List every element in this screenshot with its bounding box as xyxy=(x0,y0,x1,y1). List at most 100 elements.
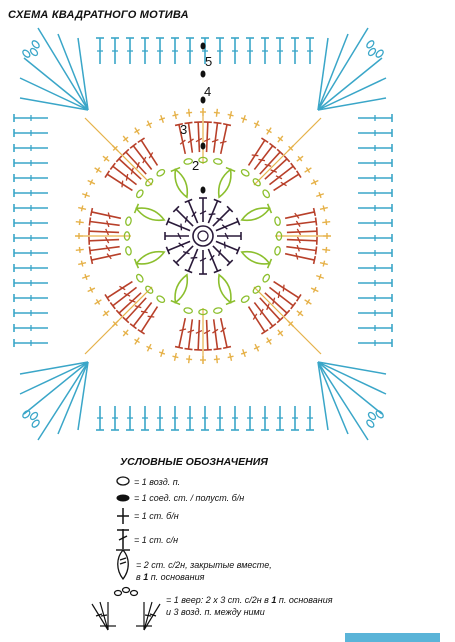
round1-stitch xyxy=(207,198,222,224)
round4-stitch xyxy=(213,108,220,117)
round4-stitch xyxy=(87,286,96,293)
round4-stitch xyxy=(78,260,87,267)
round4-stitch xyxy=(322,246,331,253)
round-2-group xyxy=(123,156,283,316)
round5-bottom-stitch xyxy=(216,406,224,431)
round3-stitch xyxy=(194,319,203,351)
round5-corner-chain xyxy=(22,410,31,419)
round5-left-stitch xyxy=(13,339,48,347)
cluster-line2-post: п. основания xyxy=(148,572,205,582)
round2-chain xyxy=(213,307,223,314)
round4-stitch xyxy=(78,205,87,212)
round4-stitch xyxy=(277,329,284,337)
round5-fan-stitch xyxy=(317,361,349,435)
round3-stitch xyxy=(284,207,317,220)
legend-title: УСЛОВНЫЕ ОБОЗНАЧЕНИЯ xyxy=(120,456,268,468)
start-marks-group xyxy=(200,42,206,194)
round5-right-stitch xyxy=(358,219,393,227)
round5-right-stitch xyxy=(358,249,393,257)
round4-stitch xyxy=(227,111,234,120)
round5-bottom-stitch xyxy=(246,406,254,431)
round4-stitch xyxy=(134,127,140,135)
legend-cluster-line1: = 2 ст. с/2н, закрытые вместе, xyxy=(136,560,272,570)
round2-chain xyxy=(274,246,281,256)
round5-corner-chain xyxy=(31,419,40,428)
round4-stitch xyxy=(87,179,96,186)
round4-stitch xyxy=(304,299,312,305)
round4-stitch xyxy=(186,108,193,117)
round5-fan-stitch xyxy=(19,77,89,111)
round5-left-stitch xyxy=(13,114,48,122)
round5-right-stitch xyxy=(358,174,393,182)
round1-stitch xyxy=(207,248,222,274)
chain-stitch-icon xyxy=(116,476,130,486)
round1-stitch xyxy=(165,240,191,255)
round5-fan-stitch xyxy=(317,57,383,111)
slip-stitch-mark xyxy=(200,96,206,104)
round5-fan-stitch xyxy=(317,33,349,111)
round-3-group xyxy=(88,121,318,351)
round-1-group xyxy=(164,197,242,275)
round3-stitch xyxy=(194,121,203,153)
round1-stitch xyxy=(215,240,241,255)
round4-stitch xyxy=(253,343,260,352)
round4-stitch xyxy=(310,179,319,186)
round2-cluster-top xyxy=(266,258,273,269)
round4-diagonal xyxy=(84,323,116,355)
round3-stitch xyxy=(273,170,302,192)
round4-stitch xyxy=(102,155,110,162)
round1-stitch xyxy=(184,248,199,274)
round5-top-stitch xyxy=(216,37,224,64)
round5-fan-stitch xyxy=(317,97,387,111)
center-ring xyxy=(192,225,214,247)
round5-left-stitch xyxy=(13,249,48,257)
round4-stitch xyxy=(322,219,331,226)
round2-cluster xyxy=(217,168,232,199)
round3-stitch xyxy=(259,148,284,175)
round2-cluster-top xyxy=(133,203,140,214)
round5-fan-stitch xyxy=(317,361,329,431)
round2-chain xyxy=(145,285,154,294)
round5-left-stitch xyxy=(13,279,48,287)
round5-fan-stitch xyxy=(23,57,89,111)
round2-chain xyxy=(183,158,193,165)
round2-chain xyxy=(198,308,208,316)
round5-fan-stitch xyxy=(317,27,369,111)
round5-top-stitch xyxy=(246,37,254,64)
round3-stitch xyxy=(212,319,222,351)
cluster-icon xyxy=(116,549,130,581)
round-4-group xyxy=(75,108,331,364)
round5-left-stitch xyxy=(13,219,48,227)
round5-fan-stitch xyxy=(57,361,89,435)
round2-chain xyxy=(275,231,283,241)
round4-stitch xyxy=(172,111,179,120)
round5-bottom-stitch xyxy=(231,406,239,431)
round5-fan-stitch xyxy=(317,361,387,375)
round3-stitch xyxy=(129,142,153,171)
round5-corner-chain xyxy=(367,411,377,421)
round4-stitch xyxy=(296,155,304,162)
single-crochet-icon xyxy=(117,508,129,524)
center-ring-inner xyxy=(197,230,209,242)
round3-stitch xyxy=(203,121,212,153)
slip-stitch-icon xyxy=(116,494,130,502)
round1-stitch xyxy=(165,217,191,232)
round5-fan-stitch xyxy=(37,361,89,441)
round4-spoke xyxy=(253,145,294,186)
round4-stitch xyxy=(102,310,110,317)
round4-stitch xyxy=(75,219,84,226)
round3-stitch xyxy=(115,292,142,317)
round5-right-stitch xyxy=(358,339,393,347)
round2-chain xyxy=(125,216,132,226)
round4-stitch xyxy=(81,191,90,199)
round5-right-stitch xyxy=(358,204,393,212)
round2-chain xyxy=(135,273,144,283)
round3-stitch xyxy=(184,319,195,351)
slip-stitch-mark xyxy=(200,42,206,50)
legend-cluster-line2: в 1 п. основания xyxy=(136,571,272,583)
round5-fan-stitch xyxy=(19,361,89,395)
round5-top-stitch xyxy=(96,37,104,64)
cluster-line2-pre: в xyxy=(136,572,144,582)
round2-cluster-top xyxy=(133,258,140,269)
